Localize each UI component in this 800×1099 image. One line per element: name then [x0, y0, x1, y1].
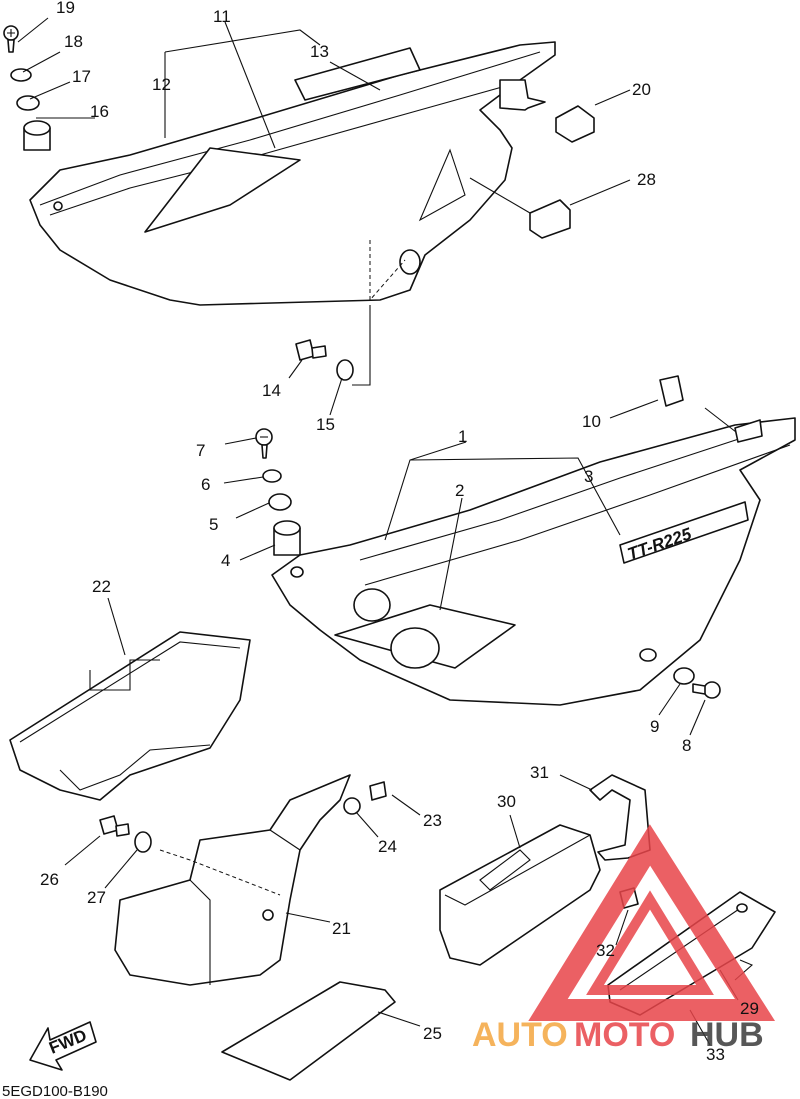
callout-28: 28 — [637, 170, 656, 189]
toolbox-30 — [439, 824, 601, 966]
callout-8: 8 — [682, 736, 691, 755]
callout-14: 14 — [262, 381, 281, 400]
callout-31: 31 — [530, 763, 549, 782]
callout-3: 3 — [584, 467, 593, 486]
callout-23: 23 — [423, 811, 442, 830]
callout-5: 5 — [209, 515, 218, 534]
bracket-22 — [9, 631, 251, 801]
callout-27: 27 — [87, 888, 106, 907]
callout-labels: 1 2 3 4 5 6 7 8 9 10 11 12 13 14 15 16 1… — [40, 0, 759, 1064]
callout-1: 1 — [458, 427, 467, 446]
handle-31 — [589, 774, 651, 861]
sheet-25 — [221, 981, 396, 1081]
callout-7: 7 — [196, 441, 205, 460]
watermark-part1: AUTO — [472, 1016, 568, 1054]
callout-25: 25 — [423, 1024, 442, 1043]
hardware — [3, 25, 721, 909]
callout-29: 29 — [740, 999, 759, 1018]
callout-17: 17 — [72, 67, 91, 86]
callout-4: 4 — [221, 551, 230, 570]
decal-13 — [294, 47, 421, 101]
watermark-part2: MOTO — [574, 1016, 675, 1054]
callout-2: 2 — [455, 481, 464, 500]
box-21 — [114, 774, 351, 986]
callout-20: 20 — [632, 80, 651, 99]
fwd-arrow: FWD — [29, 1021, 97, 1071]
decal-12 — [144, 147, 301, 233]
callout-22: 22 — [92, 577, 111, 596]
diagram-code: 5EGD100-B190 — [2, 1083, 108, 1099]
upper-side-cover — [29, 41, 556, 386]
callout-16: 16 — [90, 102, 109, 121]
callout-9: 9 — [650, 717, 659, 736]
callout-11: 11 — [213, 7, 231, 26]
callout-13: 13 — [310, 42, 329, 61]
callout-10: 10 — [582, 412, 601, 431]
emblem-3 — [619, 501, 749, 564]
callout-19: 19 — [56, 0, 75, 17]
callout-21: 21 — [332, 919, 351, 938]
callout-30: 30 — [497, 792, 516, 811]
callout-15: 15 — [316, 415, 335, 434]
callout-33: 33 — [706, 1045, 725, 1064]
watermark-part3: HUB — [690, 1016, 764, 1054]
watermark: AUTO MOTO HUB — [472, 824, 776, 1054]
callout-32: 32 — [596, 941, 615, 960]
lower-side-cover: TT-R225 — [271, 417, 796, 706]
callout-12: 12 — [152, 75, 171, 94]
callout-18: 18 — [64, 32, 83, 51]
callout-26: 26 — [40, 870, 59, 889]
callout-24: 24 — [378, 837, 397, 856]
callout-6: 6 — [201, 475, 210, 494]
